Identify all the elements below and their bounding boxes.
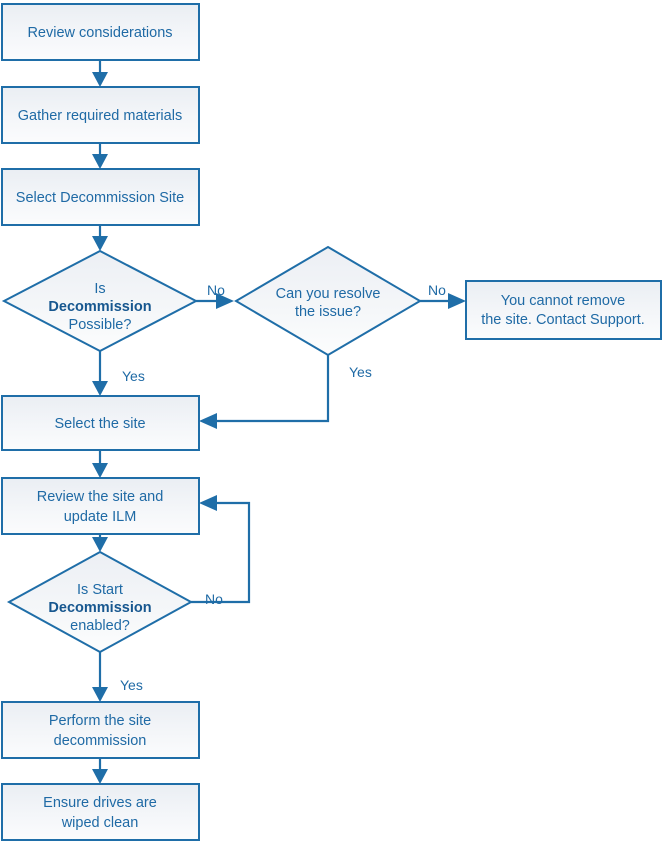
connector-select-decommission-to-possible: [92, 225, 108, 251]
node-is-decommission-possible[interactable]: Is Decommission Possible?: [1, 249, 199, 353]
node-text-segment-bold: Decommission Site: [60, 190, 184, 206]
node-text-segment: ?: [123, 317, 131, 333]
edge-label-possible-yes: Yes: [122, 368, 145, 384]
svg-text:Possible?: Possible?: [69, 317, 132, 333]
svg-text:Select Decommission Site: Select Decommission Site: [16, 190, 184, 206]
connector-review-site-to-start-decommission: [92, 534, 108, 552]
edge-label-start-no: No: [205, 591, 223, 607]
node-text-line: wiped clean: [61, 815, 139, 831]
connector-perform-to-ensure-drives: [92, 758, 108, 784]
edge-label-resolve-yes: Yes: [349, 364, 372, 380]
node-gather-required-materials[interactable]: Gather required materials: [1, 86, 200, 144]
edge-label-resolve-no: No: [428, 282, 446, 298]
node-text-line-bold: Decommission: [48, 600, 151, 616]
edge-label-start-yes: Yes: [120, 677, 143, 693]
svg-text:Decommission: Decommission: [48, 299, 151, 315]
node-text-line: enabled?: [70, 618, 130, 634]
svg-text:decommission: decommission: [54, 733, 147, 749]
svg-text:wiped clean: wiped clean: [61, 815, 139, 831]
node-text-segment: Is: [77, 582, 92, 598]
node-text-segment-bold: Possible: [69, 317, 124, 333]
node-select-the-site[interactable]: Select the site: [1, 395, 200, 451]
connector-select-site-to-review-site: [92, 450, 108, 478]
node-ensure-drives-wiped-clean[interactable]: Ensure drives are wiped clean: [1, 783, 200, 841]
svg-text:Is: Is: [94, 281, 105, 297]
node-text-line-bold: Decommission: [48, 299, 151, 315]
node-review-site-update-ilm[interactable]: Review the site and update ILM: [1, 477, 200, 535]
node-select-decommission-site[interactable]: Select Decommission Site: [1, 168, 200, 226]
node-text-line: Gather required materials: [18, 108, 182, 124]
connector-start-yes-to-perform-decommission: [92, 652, 108, 702]
node-can-you-resolve-the-issue[interactable]: Can you resolve the issue?: [234, 245, 422, 357]
svg-text:Gather required materials: Gather required materials: [18, 108, 182, 124]
svg-text:Review considerations: Review considerations: [27, 25, 172, 41]
node-text-segment: Select: [16, 190, 60, 206]
svg-text:Is Start: Is Start: [77, 582, 123, 598]
node-cannot-remove-site[interactable]: You cannot remove the site. Contact Supp…: [465, 280, 662, 340]
connector-resolve-yes-to-select-site: [199, 355, 330, 429]
svg-text:Review the site and: Review the site and: [37, 489, 164, 505]
svg-text:enabled?: enabled?: [70, 618, 130, 634]
node-text-line: Review the site and: [37, 489, 164, 505]
connector-resolve-no-to-cannot-remove: [420, 293, 466, 309]
node-review-considerations[interactable]: Review considerations: [1, 3, 200, 61]
node-text-line: Can you resolve: [276, 286, 381, 302]
svg-text:Decommission: Decommission: [48, 600, 151, 616]
node-text-line: the site. Contact Support.: [481, 312, 645, 328]
svg-text:Select the site: Select the site: [54, 416, 145, 432]
svg-text:the site. Contact Support.: the site. Contact Support.: [481, 312, 645, 328]
node-text-line: Is: [94, 281, 105, 297]
node-text-line: update ILM: [64, 509, 137, 525]
svg-text:the issue?: the issue?: [295, 304, 361, 320]
svg-text:You cannot remove: You cannot remove: [501, 293, 625, 309]
connector-possible-yes-to-select-site: [92, 351, 108, 396]
connector-possible-no-to-resolve: [196, 293, 234, 309]
connector-start-no-loop-to-review-site: [191, 495, 251, 604]
node-text-line: decommission: [54, 733, 147, 749]
svg-text:Ensure drives are: Ensure drives are: [43, 795, 157, 811]
svg-text:Can you resolve: Can you resolve: [276, 286, 381, 302]
node-text-line: You cannot remove: [501, 293, 625, 309]
node-text-line: the issue?: [295, 304, 361, 320]
node-text-line: Review considerations: [27, 25, 172, 41]
connector-gather-to-select-decommission: [92, 143, 108, 169]
edge-label-possible-no: No: [207, 282, 225, 298]
svg-text:update ILM: update ILM: [64, 509, 137, 525]
node-perform-site-decommission[interactable]: Perform the site decommission: [1, 701, 200, 759]
node-text-segment-bold: Start: [92, 582, 123, 598]
node-text-line: Select the site: [54, 416, 145, 432]
node-is-start-decommission-enabled[interactable]: Is Start Decommission enabled?: [6, 550, 194, 654]
connector-review-to-gather: [92, 60, 108, 87]
node-text-line: Perform the site: [49, 713, 151, 729]
svg-text:Perform the site: Perform the site: [49, 713, 151, 729]
node-text-line: Ensure drives are: [43, 795, 157, 811]
